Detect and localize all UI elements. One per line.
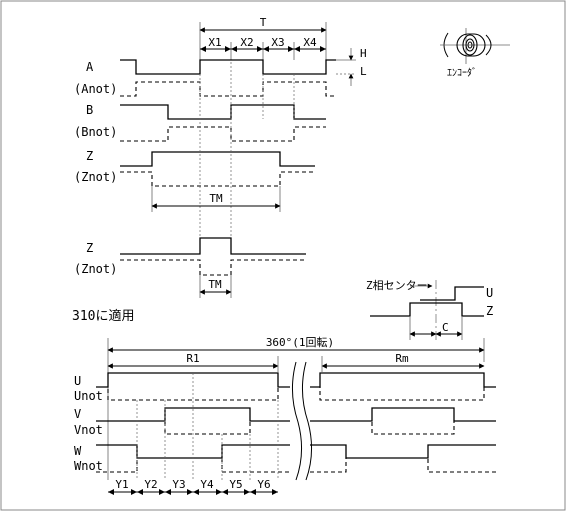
signal-wnot-label: Wnot — [74, 459, 103, 473]
waveform-z-short: TM — [120, 237, 306, 298]
waveform-w — [96, 444, 496, 473]
signal-b-label: B — [86, 103, 93, 117]
waveform-b — [120, 104, 326, 142]
segment-y6: Y6 — [257, 478, 270, 491]
waveform-a — [120, 59, 336, 97]
bottom-guides — [136, 373, 279, 480]
signal-bnot-label: (Bnot) — [74, 125, 117, 139]
segment-x1: X1 — [208, 36, 221, 49]
segment-x3: X3 — [271, 36, 284, 49]
signal-z-label: Z — [86, 149, 93, 163]
signal-u-label: U — [74, 374, 81, 388]
rotation-label: 360°(1回転) — [266, 336, 334, 349]
waveform-z — [120, 151, 315, 187]
rotation-dimension: 360°(1回転) — [107, 336, 485, 480]
phase-center-z-label: Z — [486, 304, 493, 318]
break-mark — [292, 361, 312, 481]
signal-vnot-label: Vnot — [74, 423, 103, 437]
level-low-label: L — [360, 65, 367, 78]
signal-v-label: V — [74, 407, 81, 421]
period-dimension: T — [199, 16, 327, 60]
segment-y5: Y5 — [229, 478, 242, 491]
applies-to-label: 310に適用 — [72, 308, 134, 324]
signal-z2-label: Z — [86, 241, 93, 255]
r-dimension: R1 Rm — [107, 352, 485, 372]
segment-x4: X4 — [303, 36, 317, 49]
segment-y1: Y1 — [115, 478, 128, 491]
period-label: T — [260, 16, 267, 29]
phase-center-label: Z相センター — [366, 279, 428, 292]
phase-center-c-label: C — [442, 321, 449, 334]
encoder-icon: ｴﾝｺｰﾀﾞ — [440, 28, 510, 79]
phase-center-u-label: U — [486, 286, 493, 300]
level-marks: H L — [326, 47, 367, 86]
tm-label: TM — [209, 192, 223, 205]
tm-dimension: TM — [151, 192, 281, 209]
r1-label: R1 — [186, 352, 199, 365]
y-segments: Y1 Y2 Y3 Y4 Y5 Y6 — [108, 478, 278, 495]
signal-znot-label: (Znot) — [74, 170, 117, 184]
segment-y4: Y4 — [200, 478, 214, 491]
phase-center-diagram: Z相センター U Z C — [366, 279, 493, 342]
x-segments: X1 X2 X3 X4 — [200, 36, 326, 60]
signal-unot-label: Unot — [74, 389, 103, 403]
tm-short-label: TM — [208, 278, 222, 291]
signal-anot-label: (Anot) — [74, 82, 117, 96]
signal-a-label: A — [86, 60, 94, 74]
signal-znot2-label: (Znot) — [74, 262, 117, 276]
rm-label: Rm — [395, 352, 409, 365]
encoder-label: ｴﾝｺｰﾀﾞ — [447, 67, 477, 79]
segment-y2: Y2 — [144, 478, 157, 491]
level-high-label: H — [360, 47, 367, 60]
signal-w-label: W — [74, 444, 82, 458]
segment-y3: Y3 — [172, 478, 185, 491]
top-guides — [151, 62, 295, 238]
segment-x2: X2 — [240, 36, 253, 49]
waveform-v — [96, 407, 496, 435]
